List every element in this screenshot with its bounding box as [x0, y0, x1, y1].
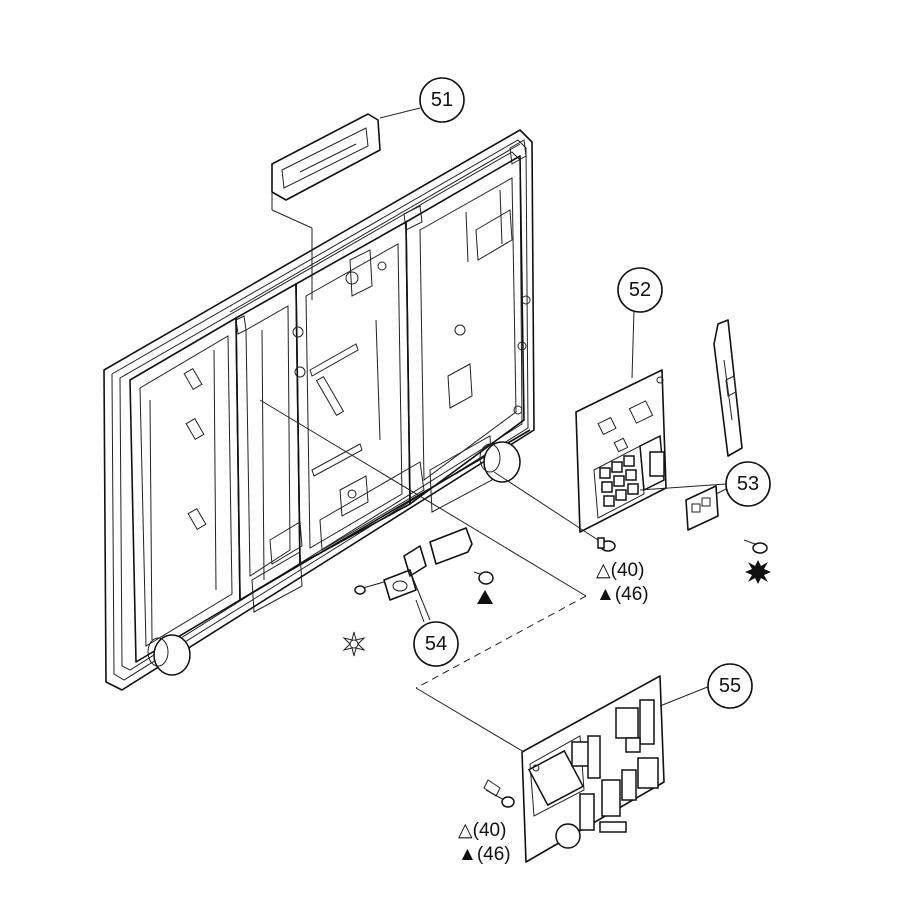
svg-text:55: 55	[719, 675, 741, 697]
ref-46: (46)	[615, 584, 649, 605]
callout-54: 54	[413, 621, 459, 667]
speaker-knob-left	[147, 634, 191, 676]
open-star-marker	[342, 631, 366, 657]
screw-40-46-board55	[483, 779, 515, 808]
part-51-top-bracket	[271, 107, 421, 300]
ref-40: (40)	[473, 820, 507, 841]
svg-text:52: 52	[629, 279, 651, 301]
board-55-components	[527, 699, 659, 849]
part-52-circuit-board	[575, 309, 667, 533]
ref-40: (40)	[611, 560, 645, 581]
callout-52: 52	[617, 267, 663, 313]
svg-text:53: 53	[737, 473, 759, 495]
svg-text:▲(46): ▲(46)	[596, 584, 649, 605]
part-54-small-bracket	[383, 527, 473, 623]
speaker-knob-right	[479, 441, 521, 483]
callout-53: 53	[725, 461, 771, 507]
screw-star-board53	[743, 539, 768, 554]
svg-text:△(40): △(40)	[596, 560, 644, 581]
svg-text:54: 54	[425, 633, 447, 655]
svg-text:51: 51	[431, 89, 453, 111]
svg-text:△(40): △(40)	[458, 820, 506, 841]
callout-51: 51	[419, 77, 465, 123]
open-triangle-symbol: △	[458, 820, 473, 841]
main-chassis	[103, 129, 535, 691]
board-52-components	[599, 434, 665, 507]
filled-triangle-symbol: ▲	[458, 844, 477, 865]
open-triangle-symbol: △	[596, 560, 611, 581]
screw-40-46-board52	[597, 537, 616, 552]
filled-triangle-symbol: ▲	[596, 584, 615, 605]
filled-triangle-marker-54	[477, 590, 493, 604]
ref-46: (46)	[477, 844, 511, 865]
ref-note-board55: △(40) ▲(46)	[458, 820, 511, 865]
part-55-power-board	[521, 675, 711, 863]
screw-triangle-54	[473, 571, 494, 585]
ref-note-board52: △(40) ▲(46)	[596, 560, 649, 605]
guide-lines	[259, 399, 727, 753]
callout-55: 55	[707, 663, 753, 709]
filled-star-marker	[745, 560, 771, 584]
screw-star-54	[354, 581, 385, 595]
svg-text:▲(46): ▲(46)	[458, 844, 511, 865]
